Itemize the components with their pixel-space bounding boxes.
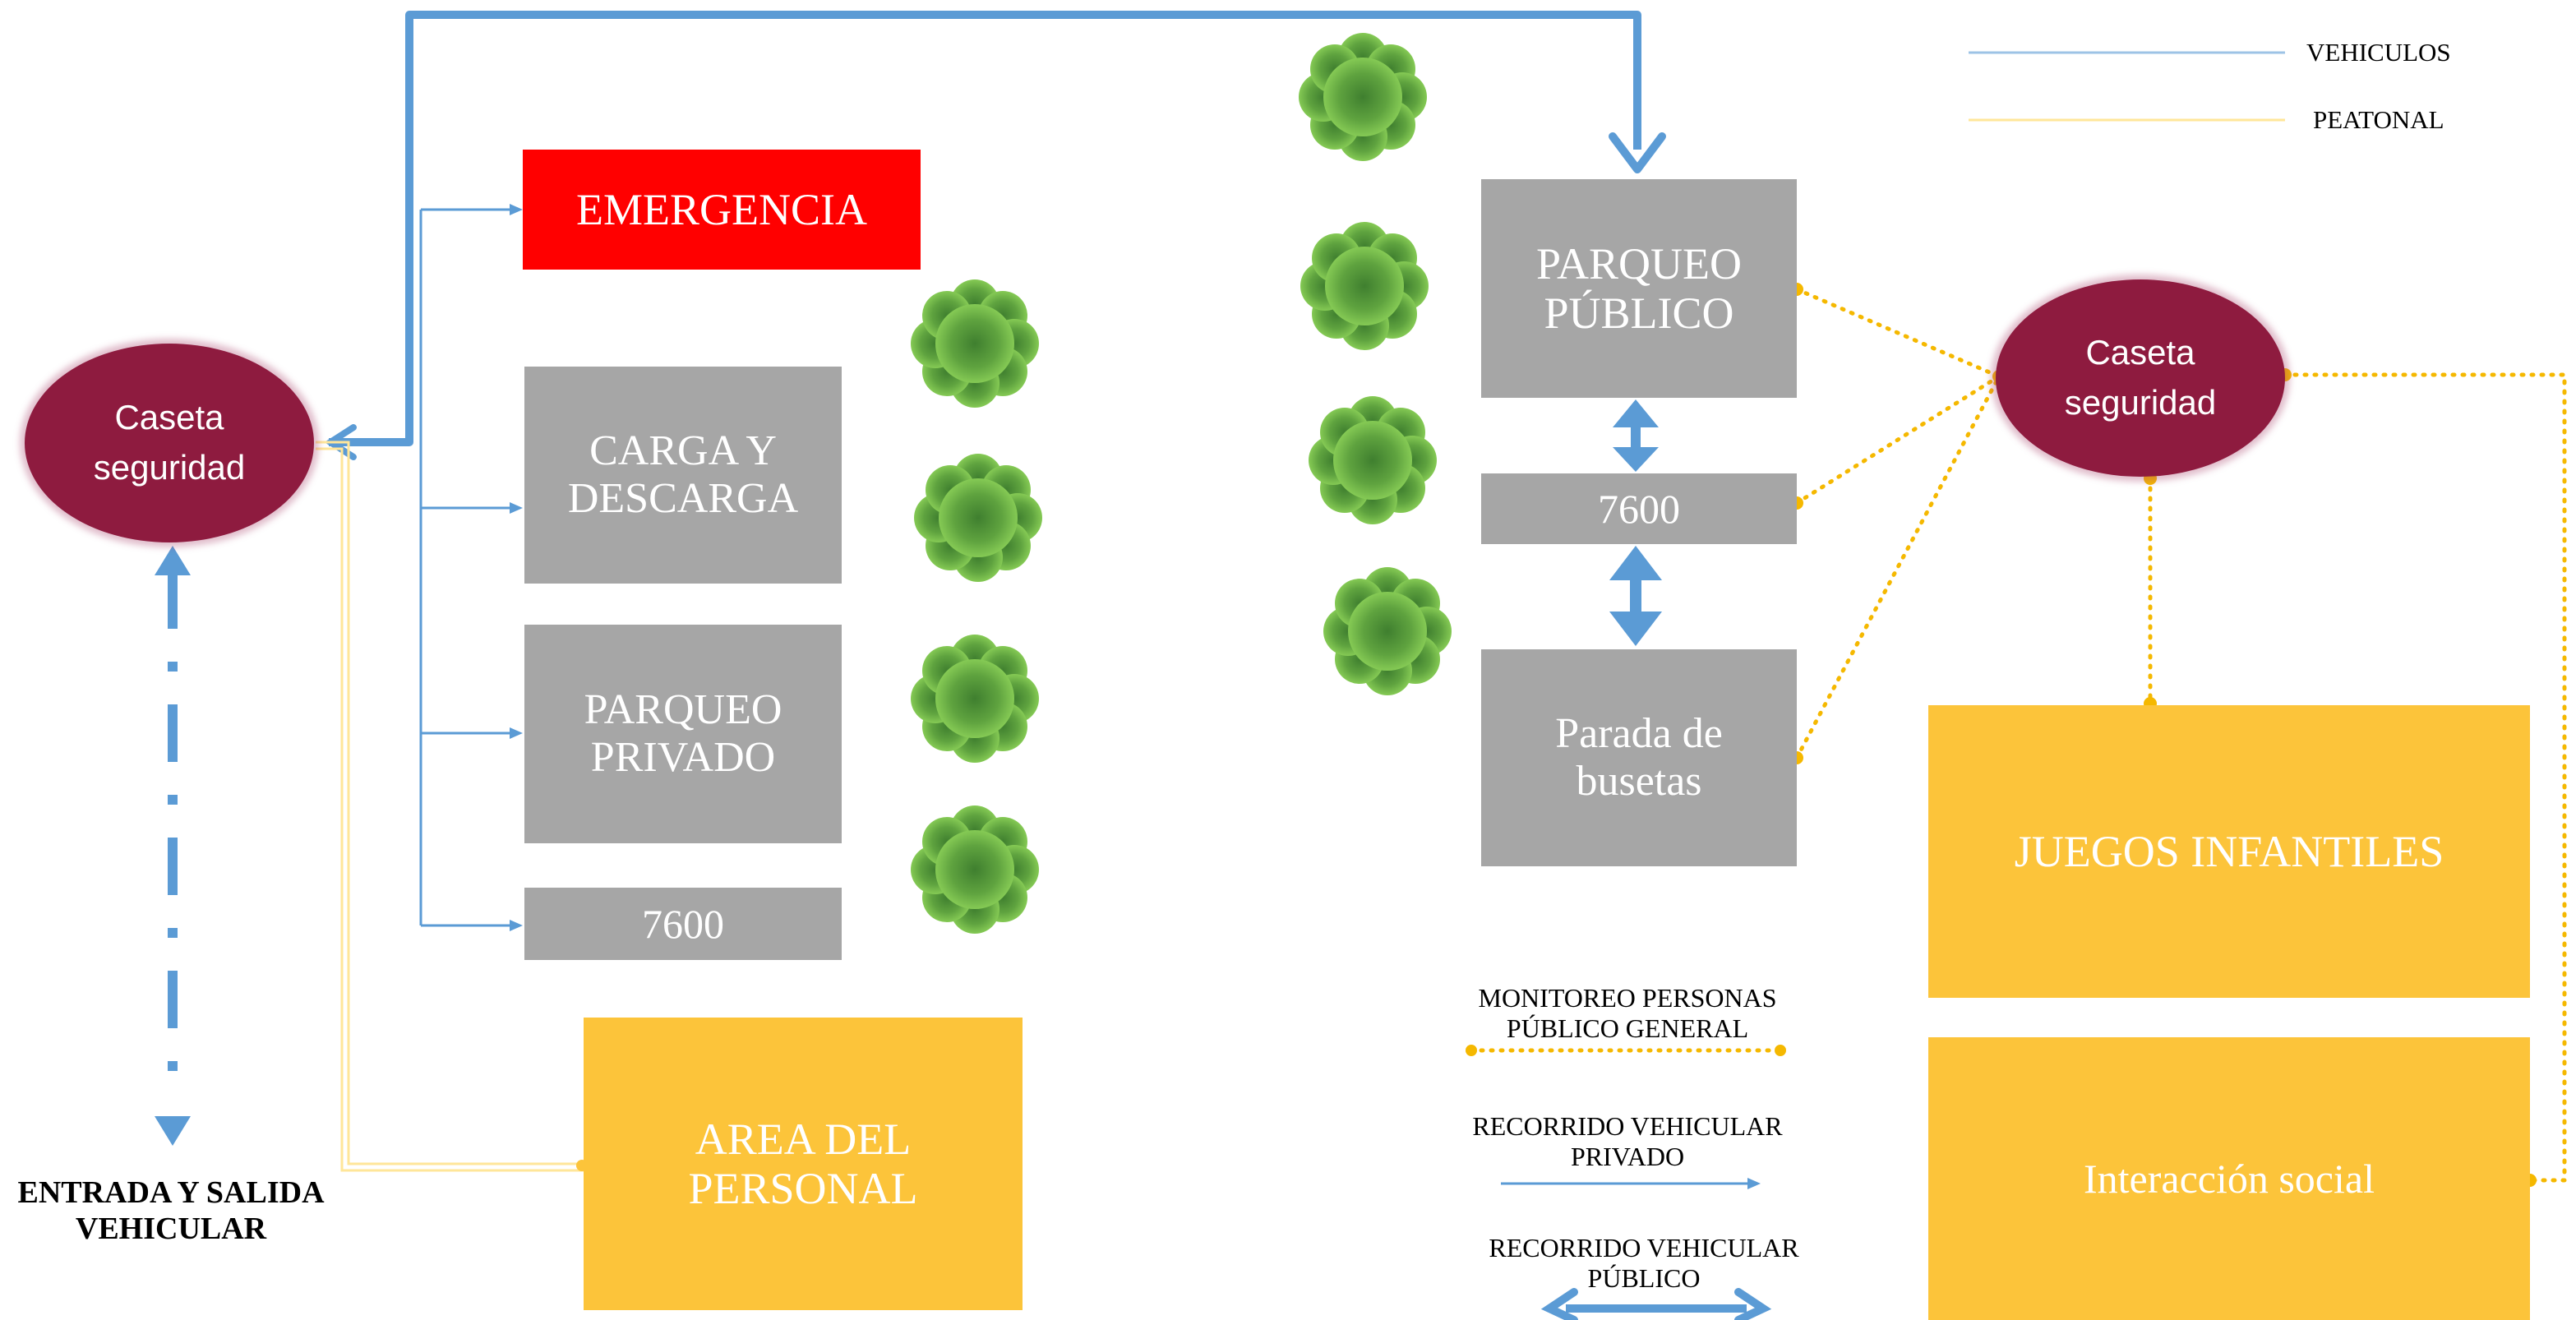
- carga-descarga-box: CARGA Y DESCARGA: [524, 367, 842, 584]
- private-route-7600-head: [510, 920, 523, 931]
- public-route-loop: [329, 11, 1641, 446]
- key-monitoreo-label: MONITOREO PERSONAS PÚBLICO GENERAL: [1478, 983, 1777, 1043]
- tree-icon: [1309, 396, 1437, 524]
- entrada-salida-label: ENTRADA Y SALIDA VEHICULAR: [17, 1175, 325, 1246]
- entrada-salida-arrow-down: [155, 1116, 191, 1146]
- private-route-parqueo-head: [510, 727, 523, 739]
- caseta-seguridad-left: Caseta seguridad: [25, 344, 314, 542]
- legend-vehiculos-label: VEHICULOS: [2306, 38, 2451, 67]
- key-recorrido-publico-label: RECORRIDO VEHICULAR PÚBLICO: [1489, 1233, 1799, 1293]
- private-route-emergencia-head: [510, 204, 523, 215]
- public-route-arrowhead: [1609, 132, 1666, 173]
- area-personal-box: AREA DEL PERSONAL: [584, 1018, 1023, 1310]
- emergencia-box: EMERGENCIA: [523, 150, 921, 270]
- tree-icon: [1323, 567, 1452, 695]
- private-route-carga-head: [510, 502, 523, 514]
- tree-icon: [911, 805, 1039, 934]
- key-monitoreo-line: [1466, 1045, 1786, 1056]
- key-recorrido-privado-arrow: [1501, 1178, 1761, 1189]
- tree-icon: [911, 635, 1039, 763]
- tree-icon: [911, 279, 1039, 408]
- interaccion-social-box: Interacción social: [1928, 1037, 2530, 1320]
- double-arrow-parqueo-7600: [1613, 399, 1659, 472]
- tree-icon: [1300, 222, 1429, 350]
- tree-icon: [1299, 33, 1427, 161]
- key-recorrido-publico-arrow: [1540, 1288, 1772, 1320]
- caseta-seguridad-right: Caseta seguridad: [1996, 279, 2285, 477]
- juegos-infantiles-box: JUEGOS INFANTILES: [1928, 705, 2530, 998]
- double-arrow-7600-parada: [1609, 546, 1662, 646]
- key-recorrido-privado-label: RECORRIDO VEHICULAR PRIVADO: [1472, 1111, 1783, 1171]
- tree-icon: [914, 454, 1042, 582]
- parqueo-privado-box: PARQUEO PRIVADO: [524, 625, 842, 843]
- trees: [911, 33, 1452, 934]
- monitoring-lines: [1794, 287, 2567, 1183]
- box-7600-center: 7600: [1481, 473, 1797, 544]
- parqueo-publico-box: PARQUEO PÚBLICO: [1481, 179, 1797, 398]
- entrada-salida-arrow-up: [155, 546, 191, 575]
- pedestrian-route-b: [316, 447, 585, 1172]
- legend-peatonal-label: PEATONAL: [2313, 105, 2444, 134]
- box-7600-left: 7600: [524, 888, 842, 960]
- pedestrian-route-a: [316, 441, 585, 1165]
- parada-busetas-box: Parada de busetas: [1481, 649, 1797, 866]
